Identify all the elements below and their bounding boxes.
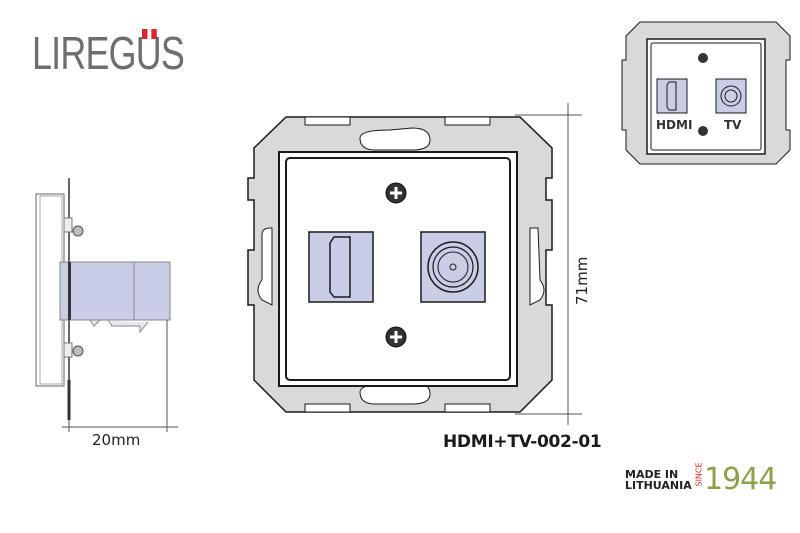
preview-label-hdmi: HDMI bbox=[656, 118, 693, 132]
founding-year: 1944 bbox=[704, 462, 777, 497]
depth-dimension-label: 20mm bbox=[92, 431, 141, 449]
logo-dots bbox=[140, 29, 160, 39]
preview-thumbnail bbox=[621, 21, 791, 165]
logo-text-prefix: LIREG bbox=[32, 27, 137, 79]
tv-port-icon bbox=[420, 231, 486, 303]
screw-top-icon bbox=[385, 182, 407, 204]
made-in-line2: LITHUANIA bbox=[625, 479, 692, 492]
front-view bbox=[247, 103, 582, 425]
screw-bottom-icon bbox=[385, 326, 407, 348]
logo-letter-u: U bbox=[135, 27, 162, 79]
since-label: SINCE bbox=[694, 462, 704, 487]
logo-text-suffix: S bbox=[160, 27, 185, 79]
preview-label-tv: TV bbox=[724, 118, 742, 132]
made-in-line1: MADE IN bbox=[625, 468, 679, 481]
logo-u: U bbox=[135, 27, 162, 79]
height-dimension-label: 71mm bbox=[573, 256, 591, 305]
made-in-label: MADE IN LITHUANIA bbox=[625, 469, 692, 491]
hdmi-port-icon bbox=[308, 231, 374, 303]
side-view bbox=[35, 178, 178, 432]
product-code: HDMI+TV-002-01 bbox=[443, 432, 602, 452]
